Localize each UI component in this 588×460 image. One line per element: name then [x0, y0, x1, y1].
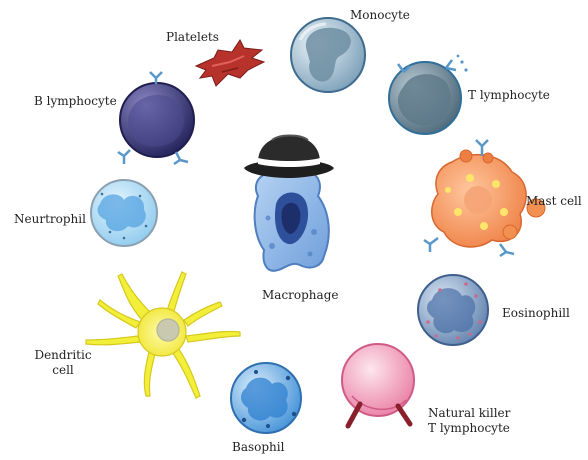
neutrophil-cell [91, 180, 157, 246]
label-basophil: Basophil [232, 440, 284, 455]
label-natural-killer-line2: T lymphocyte [428, 421, 510, 436]
dendritic-cell [86, 272, 240, 398]
label-neutrophil: Neurtrophil [14, 212, 86, 227]
eosinophil-cell [418, 275, 488, 345]
label-macrophage: Macrophage [262, 288, 338, 303]
label-dendritic-line2: cell [28, 363, 98, 378]
monocyte-cell [291, 18, 365, 92]
label-platelets: Platelets [166, 30, 219, 45]
label-natural-killer-t-lymphocyte: Natural killer T lymphocyte [428, 406, 510, 436]
t-lymphocyte-cell [389, 55, 468, 134]
macrophage-cell [255, 169, 329, 271]
label-t-lymphocyte: T lymphocyte [468, 88, 550, 103]
fedora-hat [244, 136, 334, 179]
label-b-lymphocyte: B lymphocyte [34, 94, 117, 109]
platelets-cell [196, 40, 264, 86]
label-eosinophil: Eosinophill [502, 306, 570, 321]
label-monocyte: Monocyte [350, 8, 410, 23]
b-lymphocyte-cell [118, 72, 194, 164]
label-dendritic-line1: Dendritic [28, 348, 98, 363]
label-natural-killer-line1: Natural killer [428, 406, 510, 421]
natural-killer-t-lymphocyte-cell [342, 344, 414, 426]
label-mast-cell: Mast cell [526, 194, 582, 209]
label-dendritic-cell: Dendritic cell [28, 348, 98, 378]
basophil-cell [231, 363, 301, 433]
